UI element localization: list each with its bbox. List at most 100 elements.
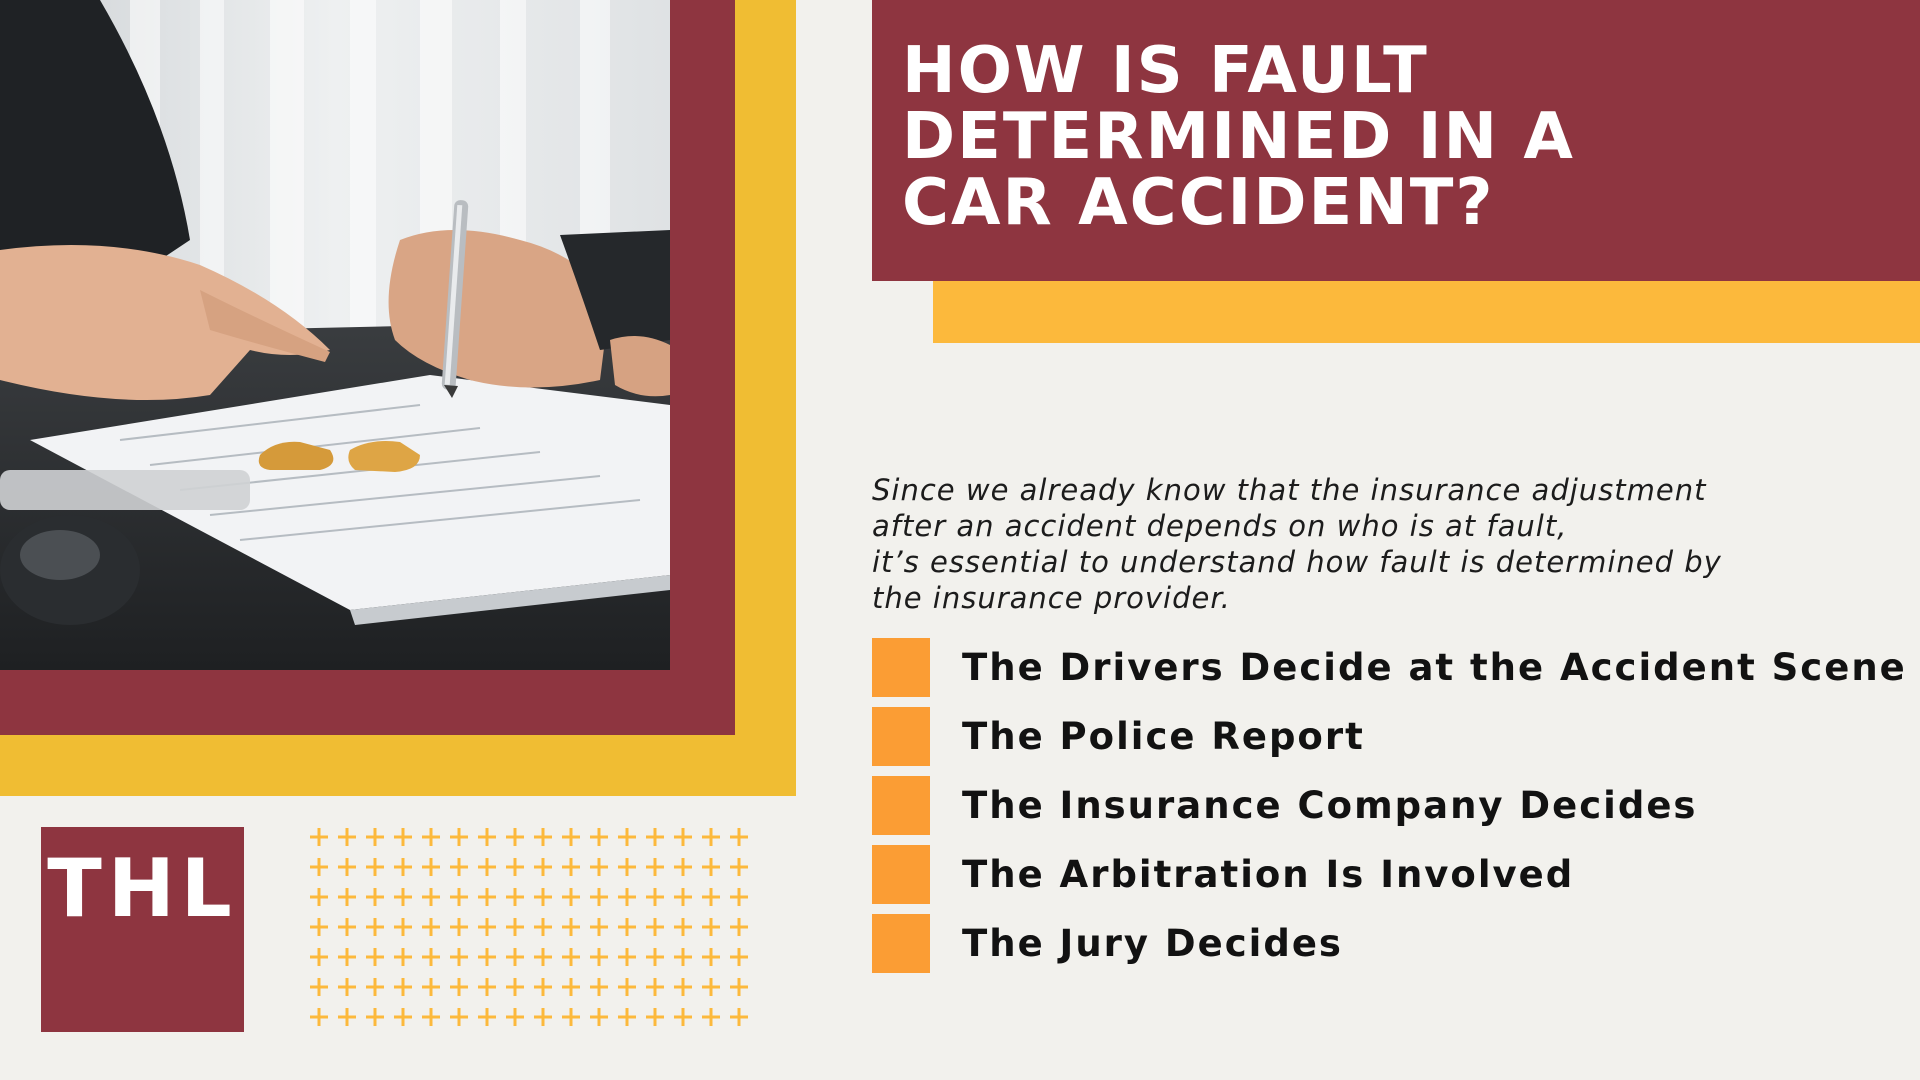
plus-icon <box>422 858 440 876</box>
plus-icon <box>674 948 692 966</box>
plus-icon <box>506 918 524 936</box>
plus-icon <box>646 828 664 846</box>
plus-icon <box>674 828 692 846</box>
plus-icon <box>590 888 608 906</box>
plus-icon <box>478 888 496 906</box>
list-item-label: The Arbitration Is Involved <box>962 853 1575 896</box>
list-item: The Jury Decides <box>872 914 1343 973</box>
plus-icon <box>590 858 608 876</box>
plus-icon <box>646 918 664 936</box>
plus-icon <box>338 978 356 996</box>
list-item-label: The Insurance Company Decides <box>962 784 1698 827</box>
plus-icon <box>730 1008 748 1026</box>
plus-icon <box>590 948 608 966</box>
plus-icon <box>534 888 552 906</box>
plus-icon <box>366 1008 384 1026</box>
plus-icon <box>506 858 524 876</box>
plus-icon <box>450 948 468 966</box>
plus-icon <box>674 888 692 906</box>
plus-icon <box>534 1008 552 1026</box>
plus-icon <box>646 858 664 876</box>
plus-icon <box>534 828 552 846</box>
plus-icon <box>674 978 692 996</box>
plus-icon <box>450 858 468 876</box>
plus-icon <box>702 918 720 936</box>
plus-icon <box>730 978 748 996</box>
plus-icon <box>450 828 468 846</box>
plus-icon <box>450 888 468 906</box>
plus-icon <box>310 828 328 846</box>
plus-icon <box>730 858 748 876</box>
plus-icon <box>506 978 524 996</box>
logo-text: THL <box>47 842 238 935</box>
plus-icon <box>646 948 664 966</box>
plus-icon <box>562 918 580 936</box>
plus-icon <box>394 888 412 906</box>
plus-icon <box>674 1008 692 1026</box>
plus-icon <box>534 858 552 876</box>
plus-icon <box>450 978 468 996</box>
title-accent-bar <box>933 281 1920 343</box>
plus-icon <box>366 978 384 996</box>
plus-icon <box>562 888 580 906</box>
title-line-1: HOW IS FAULT <box>902 34 1429 108</box>
plus-icon <box>646 1008 664 1026</box>
bullet-square-icon <box>872 638 930 697</box>
plus-icon <box>338 1008 356 1026</box>
title-line-3: CAR ACCIDENT? <box>902 166 1495 240</box>
plus-icon <box>702 948 720 966</box>
thl-logo: THL <box>41 827 244 1032</box>
plus-icon <box>562 828 580 846</box>
plus-icon <box>394 1008 412 1026</box>
plus-icon <box>338 918 356 936</box>
plus-icon <box>618 918 636 936</box>
plus-icon <box>478 828 496 846</box>
plus-icon <box>338 858 356 876</box>
contract-signing-photo <box>0 0 670 670</box>
list-item-label: The Jury Decides <box>962 922 1343 965</box>
plus-icon <box>422 978 440 996</box>
plus-icon <box>394 858 412 876</box>
bullet-square-icon <box>872 914 930 973</box>
plus-icon <box>394 918 412 936</box>
plus-icon <box>618 858 636 876</box>
plus-icon <box>562 858 580 876</box>
plus-icon <box>730 918 748 936</box>
plus-icon <box>338 888 356 906</box>
plus-pattern <box>307 825 757 1040</box>
plus-icon <box>478 1008 496 1026</box>
plus-icon <box>618 1008 636 1026</box>
plus-icon <box>422 1008 440 1026</box>
plus-icon <box>310 888 328 906</box>
plus-icon <box>730 828 748 846</box>
plus-icon <box>506 1008 524 1026</box>
list-item: The Arbitration Is Involved <box>872 845 1574 904</box>
plus-icon <box>702 888 720 906</box>
list-item: The Police Report <box>872 707 1365 766</box>
intro-line-2: after an accident depends on who is at f… <box>872 509 1568 543</box>
plus-icon <box>646 978 664 996</box>
plus-icon <box>310 1008 328 1026</box>
plus-icon <box>618 888 636 906</box>
list-item-label: The Police Report <box>962 715 1365 758</box>
intro-line-4: the insurance provider. <box>872 581 1231 615</box>
plus-icon <box>366 918 384 936</box>
intro-line-3: it’s essential to understand how fault i… <box>872 545 1722 579</box>
plus-icon <box>534 918 552 936</box>
plus-icon <box>478 978 496 996</box>
plus-icon <box>730 948 748 966</box>
plus-icon <box>730 888 748 906</box>
plus-icon <box>646 888 664 906</box>
plus-icon <box>674 918 692 936</box>
plus-icon <box>478 918 496 936</box>
plus-icon <box>422 888 440 906</box>
plus-icon <box>562 948 580 966</box>
bullet-square-icon <box>872 776 930 835</box>
bullet-square-icon <box>872 707 930 766</box>
intro-paragraph: Since we already know that the insurance… <box>872 472 1872 616</box>
plus-icon <box>562 978 580 996</box>
plus-icon <box>338 948 356 966</box>
intro-line-1: Since we already know that the insurance… <box>872 473 1707 507</box>
list-item: The Drivers Decide at the Accident Scene <box>872 638 1907 697</box>
plus-icon <box>618 978 636 996</box>
